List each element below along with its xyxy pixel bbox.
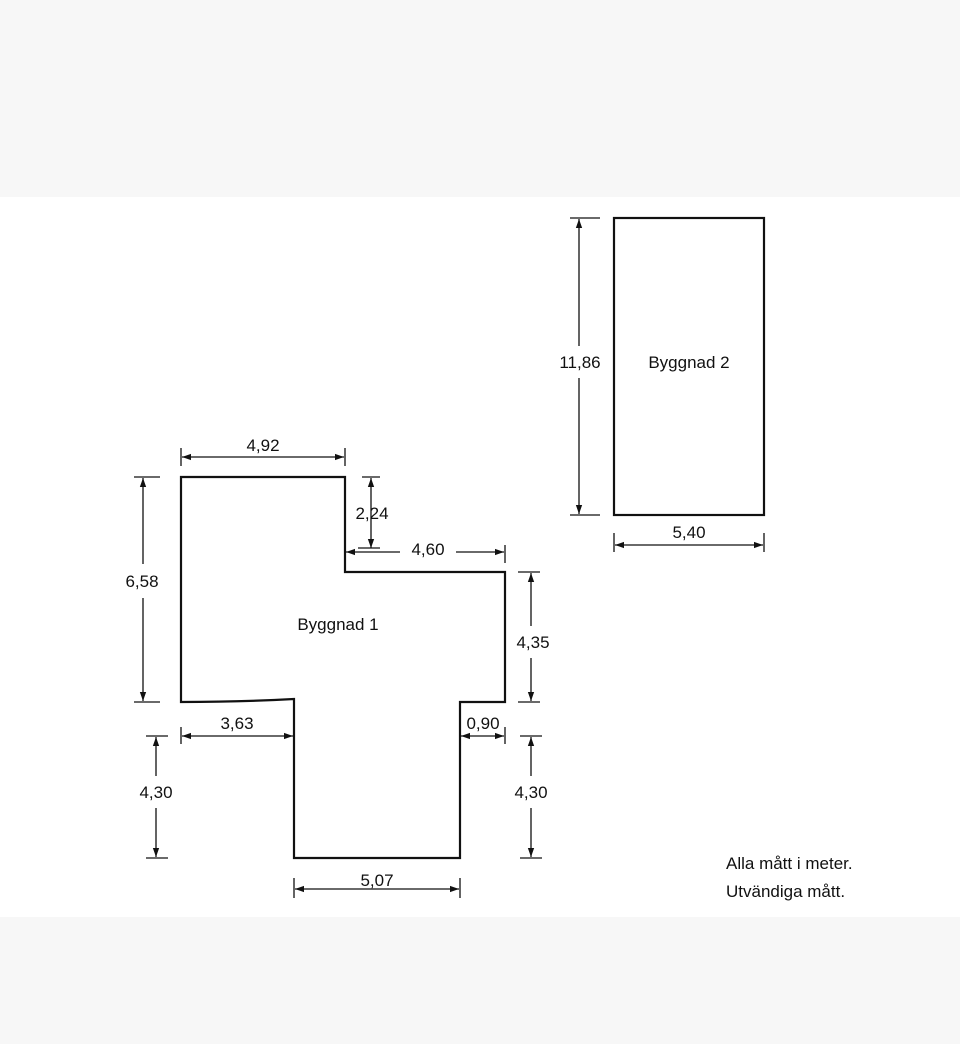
dim-notch-height: 2,24: [355, 504, 388, 523]
dim-left-height: 6,58: [125, 572, 158, 591]
dim-top-width: 4,92: [246, 436, 279, 455]
drawing-background: [0, 197, 960, 917]
building-1-dimensions: [134, 448, 542, 898]
dim-lower-left-height: 4,30: [139, 783, 172, 802]
dim-right-offset: 0,90: [466, 714, 499, 733]
building-1-label: Byggnad 1: [297, 615, 378, 634]
drawing-notes: Alla mått i meter. Utvändiga mått.: [726, 850, 853, 906]
dim-left-offset: 3,63: [220, 714, 253, 733]
dim-wing-height: 4,35: [516, 633, 549, 652]
dim-lower-right-height: 4,30: [514, 783, 547, 802]
dim-wing-width: 4,60: [411, 540, 444, 559]
building-2-dimensions: [570, 217, 765, 552]
building-1-outline: [179, 475, 507, 860]
dim-building-2-height: 11,86: [559, 353, 600, 372]
dim-building-2-width: 5,40: [672, 523, 705, 542]
dim-bottom-width: 5,07: [360, 871, 393, 890]
building-2-label: Byggnad 2: [648, 353, 729, 372]
note-units: Alla mått i meter.: [726, 854, 853, 873]
note-exterior: Utvändiga mått.: [726, 882, 846, 901]
building-2-outline: [612, 216, 766, 517]
